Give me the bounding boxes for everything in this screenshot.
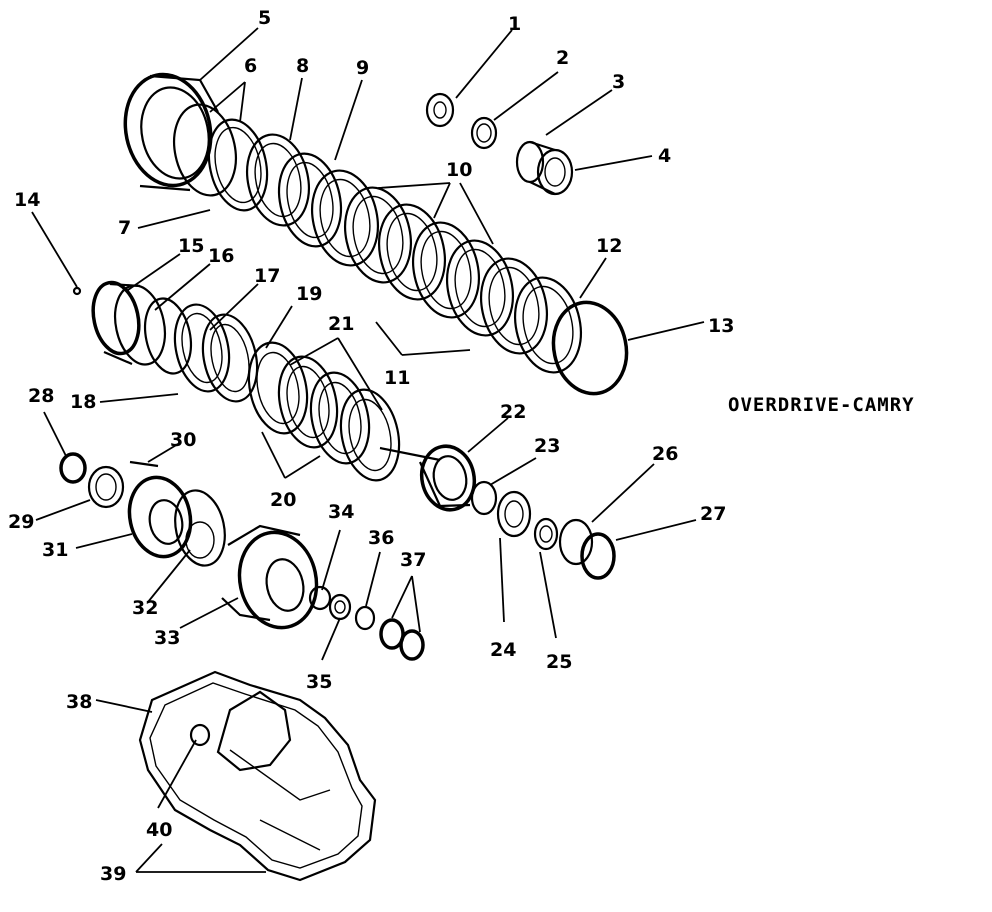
label-40: 40: [146, 819, 172, 841]
part-29-washer: [87, 465, 125, 509]
part-28-ring: [59, 452, 87, 484]
label-27: 27: [700, 503, 726, 525]
label-34: 34: [328, 501, 354, 523]
label-26: 26: [652, 443, 678, 465]
label-25: 25: [546, 651, 572, 673]
label-24: 24: [490, 639, 516, 661]
label-28: 28: [28, 385, 54, 407]
small-upper-parts: [72, 92, 574, 296]
part-2-washer: [470, 116, 498, 150]
part-30-spring: [129, 460, 159, 468]
label-4: 4: [658, 145, 671, 167]
label-19: 19: [296, 283, 322, 305]
part-37-seal-rings: [379, 618, 425, 661]
label-11: 11: [384, 367, 410, 389]
label-13: 13: [708, 315, 734, 337]
label-16: 16: [208, 245, 234, 267]
part-10-11-clutch-discs: [311, 169, 548, 355]
part-16-ring: [143, 297, 193, 375]
label-22: 22: [500, 401, 526, 423]
label-12: 12: [596, 235, 622, 257]
part-22-gear: [379, 444, 477, 512]
label-8: 8: [296, 55, 309, 77]
label-7: 7: [118, 217, 131, 239]
part-23-washer: [470, 480, 498, 516]
part-13-snap-ring: [551, 300, 629, 396]
part-26-ring: [558, 518, 594, 566]
label-5: 5: [258, 7, 271, 29]
part-36-ring: [354, 605, 376, 631]
part-38-39-case: [138, 670, 377, 882]
label-10: 10: [446, 159, 472, 181]
part-33-housing: [221, 524, 319, 630]
part-15-clutch-drum: [91, 280, 167, 366]
label-29: 29: [8, 511, 34, 533]
label-38: 38: [66, 691, 92, 713]
label-32: 32: [132, 597, 158, 619]
label-37: 37: [400, 549, 426, 571]
part-5-clutch-drum: [123, 72, 219, 192]
part-6-snap-rings: [173, 103, 269, 212]
label-35: 35: [306, 671, 332, 693]
label-33: 33: [154, 627, 180, 649]
label-23: 23: [534, 435, 560, 457]
part-32-seals: [174, 489, 226, 567]
part-34-washer: [308, 585, 332, 611]
label-15: 15: [178, 235, 204, 257]
part-31-piston: [127, 475, 193, 559]
label-39: 39: [100, 863, 126, 885]
middle-clutch-pack: [91, 280, 616, 580]
label-31: 31: [42, 539, 68, 561]
leader-lines: [31, 27, 705, 873]
callout-labels: 1 2 3 4 5 6 7 8 9 10 11 12 13 14 15 16 1…: [8, 7, 734, 885]
upper-clutch-pack: [123, 72, 629, 396]
label-6: 6: [244, 55, 257, 77]
part-35-washer: [328, 593, 352, 621]
part-14-ball: [72, 286, 82, 296]
label-20: 20: [270, 489, 296, 511]
label-21: 21: [328, 313, 354, 335]
label-18: 18: [70, 391, 96, 413]
part-1-nut: [425, 92, 455, 128]
label-9: 9: [356, 57, 369, 79]
part-19-20-21-discs: [247, 341, 401, 482]
part-9-plate: [277, 152, 343, 248]
label-14: 14: [14, 189, 40, 211]
label-17: 17: [254, 265, 280, 287]
part-25-ring: [533, 517, 559, 551]
label-2: 2: [556, 47, 569, 69]
label-30: 30: [170, 429, 196, 451]
part-24-ring: [496, 490, 532, 538]
label-3: 3: [612, 71, 625, 93]
part-4-sleeve: [515, 140, 574, 196]
part-17-plate: [173, 303, 231, 393]
label-36: 36: [368, 527, 394, 549]
label-1: 1: [508, 13, 521, 35]
part-12-flange: [514, 276, 582, 374]
diagram-title: OVERDRIVE-CAMRY: [728, 394, 915, 416]
lower-parts: [59, 452, 425, 661]
part-8-plate: [246, 133, 310, 227]
part-27-snap-ring: [580, 532, 616, 580]
